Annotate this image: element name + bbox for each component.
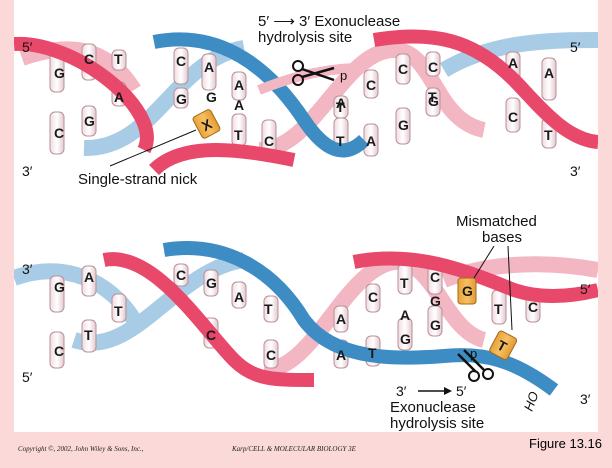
top-title-line1: 5′ ⟶ 3′ Exonuclease	[258, 13, 400, 30]
bottom-label-3-right: 3′	[580, 391, 591, 407]
top-base-4: C	[176, 53, 186, 69]
bottom-front-red-strand-2	[352, 251, 598, 304]
top-base-9: T	[336, 99, 345, 115]
top-back-blue-strand	[83, 40, 246, 157]
bottom-base-2: C	[176, 267, 186, 283]
top-front-red-strand	[14, 36, 296, 176]
top-base-2: T	[114, 51, 123, 67]
mismatch-label-line1: Mismatched	[456, 213, 537, 230]
top-base-b5: C	[264, 133, 274, 149]
ho-label: HO	[521, 390, 542, 413]
mismatch-label-line2: bases	[482, 229, 522, 246]
top-base-14: A	[544, 65, 554, 81]
exo-dir-3: 3′	[396, 383, 407, 399]
top-label-5-left: 5′	[22, 39, 33, 55]
bottom-base-10: G	[430, 317, 441, 333]
bottom-base-0: G	[54, 279, 65, 295]
bottom-base-7: T	[400, 275, 409, 291]
top-base-b10: T	[428, 89, 437, 105]
top-base-6: A	[204, 59, 214, 75]
bottom-front-blue-strand	[162, 241, 559, 396]
top-base-12: A	[508, 55, 518, 71]
top-base-5: G	[176, 91, 187, 107]
top-base-8: C	[366, 77, 376, 93]
top-base-13: G	[428, 93, 439, 109]
top-back-pink-strand-2	[258, 41, 487, 158]
dna-repair-diagram: X G C T A C G A A C T C C A G A C G A G …	[14, 13, 598, 432]
bottom-phosphate: p	[470, 346, 477, 361]
top-front-red-strand-2	[372, 29, 598, 149]
top-phosphate: p	[340, 68, 347, 83]
bottom-base-b2: T	[114, 303, 123, 319]
bottom-label-3-left: 3′	[22, 261, 33, 277]
mismatch-g-label: G	[462, 283, 473, 299]
bottom-mismatch-g: G	[457, 277, 477, 305]
top-base-b0: C	[54, 125, 64, 141]
top-label-3-right: 3′	[570, 163, 581, 179]
bottom-base-5: T	[264, 301, 273, 317]
bottom-base-1: A	[84, 269, 94, 285]
top-base-b9: G	[398, 117, 409, 133]
bottom-base-4: A	[234, 289, 244, 305]
copyright-text: Copyright ©, 2002, John Wiley & Sons, In…	[18, 445, 144, 453]
bottom-base-b0: C	[54, 343, 64, 359]
bottom-base-b5: A	[336, 347, 346, 363]
bottom-base-b1: T	[84, 327, 93, 343]
bottom-base-b9: G	[430, 293, 441, 309]
bottom-base-12: C	[528, 299, 538, 315]
top-label-5-right: 5′	[570, 39, 581, 55]
top-scissors-icon	[292, 60, 335, 86]
top-base-b2: A	[234, 97, 244, 113]
top-front-blue-strand	[152, 32, 369, 158]
top-base-b11: C	[508, 109, 518, 125]
bottom-helix: G T G A C G A T C T A C G T C C T T C C …	[14, 213, 598, 432]
bottom-front-red-strand	[102, 252, 315, 387]
bottom-base-b4: C	[266, 347, 276, 363]
top-back-blue-strand-2	[439, 32, 598, 77]
top-title-line2: hydrolysis site	[258, 29, 352, 46]
top-mismatch-base: X	[192, 109, 221, 139]
bottom-base-8: A	[336, 311, 346, 327]
figure-panel: X G C T A C G A A C T C C A G A C G A G …	[14, 0, 598, 432]
nick-pointer	[109, 129, 197, 167]
bottom-base-3: G	[206, 275, 217, 291]
bottom-base-11: T	[494, 301, 503, 317]
bottom-mismatch-t: T	[489, 330, 518, 361]
bottom-base-b7: G	[400, 331, 411, 347]
top-base-b7: T	[336, 133, 345, 149]
top-base-0: G	[54, 65, 65, 81]
top-base-b8: A	[366, 133, 376, 149]
figure-number: Figure 13.16	[529, 436, 602, 451]
top-base-b12: T	[544, 127, 553, 143]
bottom-label-5-right: 5′	[580, 281, 591, 297]
top-base-b1: G	[84, 113, 95, 129]
bottom-base-6: C	[368, 289, 378, 305]
bottom-scissors-icon	[457, 349, 494, 382]
book-title-text: Karp/CELL & MOLECULAR BIOLOGY 3E	[232, 445, 356, 453]
bottom-base-b6: T	[368, 345, 377, 361]
bottom-base-b8: A	[400, 307, 410, 323]
exo-label-line1: Exonuclease	[390, 399, 476, 416]
bottom-label-5-left: 5′	[22, 369, 33, 385]
top-base-3: A	[114, 89, 124, 105]
mismatch-pointer-t	[507, 245, 513, 331]
exo-dir-5: 5′	[456, 383, 467, 399]
top-base-7: A	[234, 77, 244, 93]
top-base-11: C	[428, 59, 438, 75]
mismatch-pointer-g	[473, 245, 495, 279]
top-helix: X G C T A C G A A C T C C A G A C G A G …	[14, 13, 598, 188]
top-base-1: C	[84, 51, 94, 67]
top-base-10: C	[398, 61, 408, 77]
bottom-base-b3: C	[206, 327, 216, 343]
exo-label-line2: hydrolysis site	[390, 415, 484, 432]
top-label-3-left: 3′	[22, 163, 33, 179]
top-base-b4: T	[234, 127, 243, 143]
top-base-b6: A	[336, 95, 346, 111]
exo-arrow-head	[444, 387, 452, 395]
nick-label: Single-strand nick	[78, 171, 198, 188]
top-base-b3: G	[206, 89, 217, 105]
bottom-base-9: C	[430, 269, 440, 285]
